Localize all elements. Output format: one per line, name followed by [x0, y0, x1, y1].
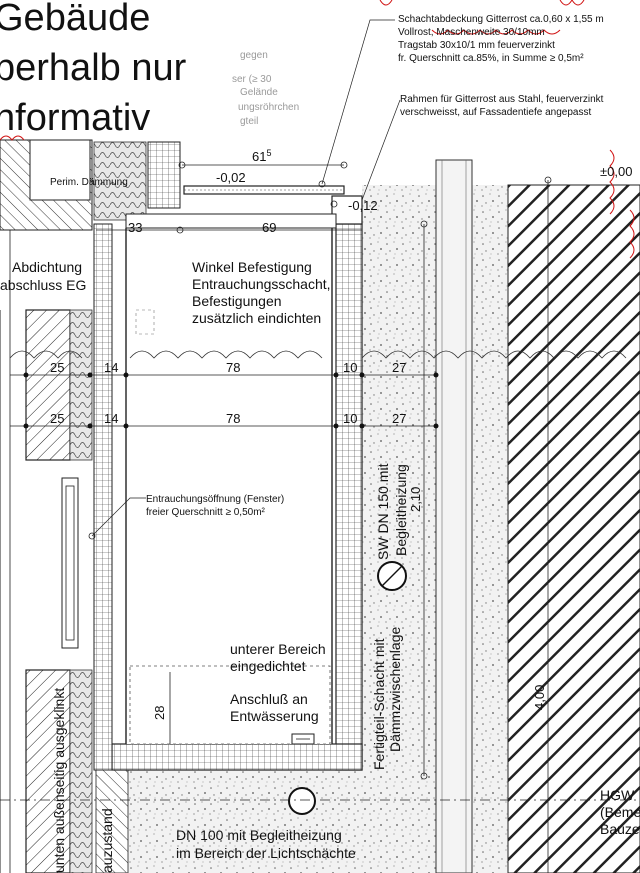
perim-label: Perim. Dämmung	[50, 177, 128, 188]
dim-top-total: 615	[252, 148, 271, 164]
dim-row1-25: 25	[50, 360, 64, 375]
dim-top-left: 33	[128, 220, 142, 235]
note-top-3: Tragstab 30x10/1 mm feuerverzinkt	[398, 40, 555, 51]
dim-row2-10: 10	[343, 411, 357, 426]
faint-note-2: ser (≥ 30	[232, 74, 272, 85]
gravel-bottom	[96, 770, 436, 873]
gravel-far-right	[472, 185, 508, 873]
winkel-label-4: zusätzlich eindichten	[192, 310, 321, 326]
title-line-3: nformativ	[0, 97, 150, 139]
sealed-zone	[129, 665, 331, 745]
brick-stack	[147, 141, 181, 209]
building-wall-lower	[25, 669, 71, 873]
dn100-label-1: DN 100 mit Begleitheizung	[176, 827, 342, 843]
dim-row1-14: 14	[104, 360, 118, 375]
dim-row1-78: 78	[226, 360, 240, 375]
hgw-label-2: (Beme	[600, 804, 640, 820]
level-left: -0,02	[216, 170, 246, 185]
shaft-floor	[111, 743, 363, 771]
dim-210: 2,10	[408, 487, 423, 512]
note-top-4: fr. Querschnitt ca.85%, in Summe ≥ 0,5m²	[398, 53, 584, 64]
unterer-label-1: unterer Bereich	[230, 641, 326, 657]
faint-note-1: gegen	[240, 50, 268, 61]
anschluss-label-2: Entwässerung	[230, 708, 319, 724]
dim-row1-27: 27	[392, 360, 406, 375]
faint-note-4: ungsröhrchen	[238, 102, 299, 113]
dim-row2-78: 78	[226, 411, 240, 426]
unten-label: unten außenseitig ausgeklinkt	[51, 688, 67, 873]
abdichtung-label-2: abschluss EG	[0, 277, 86, 293]
winkel-label-3: Befestigungen	[192, 293, 282, 309]
level-top: ±0,00	[600, 164, 632, 179]
note-rahmen-2: verschweisst, auf Fassadentiefe angepass…	[400, 107, 591, 118]
level-right: -0,12	[348, 198, 378, 213]
entrauchung-label-1: Entrauchungsöffnung (Fenster)	[146, 494, 284, 505]
note-top-1: Schachtabdeckung Gitterrost ca.0,60 x 1,…	[398, 14, 604, 25]
shaft-interior	[126, 228, 332, 744]
faint-note-3: Gelände	[240, 87, 278, 98]
dim-row1-10: 10	[343, 360, 357, 375]
shaft-wall-right	[335, 223, 363, 771]
note-top-2: Vollrost, Maschenweite 30/10mm	[398, 27, 545, 38]
dim-400: 4,00	[532, 685, 547, 710]
building-wall-upper	[25, 309, 71, 461]
dim-28: 28	[152, 706, 167, 720]
winkel-label-1: Winkel Befestigung	[192, 259, 312, 275]
faint-note-5: gteil	[240, 116, 258, 127]
winkel-label-2: Entrauchungsschacht,	[192, 276, 331, 292]
pile-column	[435, 159, 473, 873]
insulation-strip-lower	[69, 669, 93, 873]
bauzustand-label: auzustand	[99, 808, 115, 873]
hgw-label-1: HGW	[600, 787, 635, 803]
note-rahmen-1: Rahmen für Gitterrost aus Stahl, feuerve…	[400, 94, 604, 105]
dn100-label-2: im Bereich der Lichtschächte	[176, 845, 356, 861]
diaphragm-wall	[507, 184, 640, 873]
entrauchung-label-2: freier Querschnitt ≥ 0,50m²	[146, 507, 266, 518]
dim-row2-25: 25	[50, 411, 64, 426]
daemm-label: Dämmzwischenlage	[387, 627, 403, 752]
title-line-1: Gebäude	[0, 0, 150, 39]
title-line-2: berhalb nur	[0, 47, 187, 89]
dim-row2-27: 27	[392, 411, 406, 426]
begleit-label: Begleitheizung	[393, 464, 409, 556]
fertigteil-label: Fertigteil-Schacht mit	[371, 638, 387, 770]
abdichtung-label-1: Abdichtung	[12, 259, 82, 275]
pipe-dn100	[288, 787, 316, 815]
unterer-label-2: eingedichtet	[230, 658, 306, 674]
soil-wave	[9, 350, 627, 359]
insulation-strip	[69, 309, 93, 461]
anschluss-label-1: Anschluß an	[230, 691, 308, 707]
sw-dn-label: SW DN 150 mit	[375, 463, 391, 560]
dim-row2-14: 14	[104, 411, 118, 426]
grating-frame	[331, 195, 363, 225]
hgw-label-3: Bauze	[600, 821, 640, 837]
dim-top-right: 69	[262, 220, 276, 235]
